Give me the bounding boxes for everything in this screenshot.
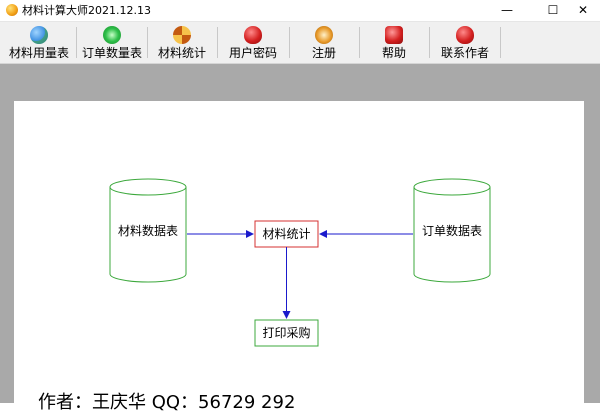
toolbar-separator [289, 27, 290, 58]
register-icon [315, 26, 333, 44]
box-material-stats[interactable]: 材料统计 [254, 220, 319, 248]
cylinder-order-table[interactable]: 订单数据表 [413, 178, 491, 283]
close-button[interactable]: ✕ [577, 3, 589, 17]
flow-diagram: 材料数据表 订单数据表 材料统计 打印采购 [109, 178, 491, 347]
title-bar: 材料计算大师2021.12.13 — ☐ ✕ [0, 0, 600, 22]
toolbar-separator [500, 27, 501, 58]
toolbar-button-material-statistics[interactable]: 材料统计 [150, 22, 214, 63]
toolbar-label: 联系作者 [440, 46, 489, 60]
material-statistics-icon [173, 26, 191, 44]
box-print-purchase[interactable]: 打印采购 [254, 319, 319, 347]
toolbar-button-register[interactable]: 注册 [292, 22, 356, 63]
toolbar-label: 材料用量表 [8, 46, 69, 60]
toolbar-separator [147, 27, 148, 58]
contact-author-icon [456, 26, 474, 44]
cylinder-label-material-table: 材料数据表 [118, 223, 178, 238]
material-usage-icon [30, 26, 48, 44]
cylinder-material-table[interactable]: 材料数据表 [109, 178, 187, 283]
toolbar-separator [76, 27, 77, 58]
user-password-icon [244, 26, 262, 44]
author-contact-text: 作者：王庆华 QQ：56729 292 [38, 392, 296, 413]
toolbar-label: 用户密码 [228, 46, 277, 60]
toolbar-label: 材料统计 [157, 46, 206, 60]
toolbar-button-user-password[interactable]: 用户密码 [222, 22, 284, 63]
cylinder-label-order-table: 订单数据表 [422, 223, 482, 238]
maximize-button[interactable]: ☐ [547, 3, 559, 17]
toolbar-separator [217, 27, 218, 58]
toolbar-separator [359, 27, 360, 58]
toolbar-separator [429, 27, 430, 58]
order-quantity-icon [103, 26, 121, 44]
toolbar-button-order-quantity[interactable]: 订单数量表 [79, 22, 145, 63]
toolbar-label: 订单数量表 [81, 46, 142, 60]
toolbar-button-material-usage[interactable]: 材料用量表 [5, 22, 73, 63]
app-icon [6, 4, 18, 16]
minimize-button[interactable]: — [501, 3, 513, 17]
help-icon [385, 26, 403, 44]
toolbar: 材料用量表 订单数量表 材料统计 用户密码 注册 帮助 联系作者 [0, 22, 600, 64]
box-label-print-purchase: 打印采购 [262, 325, 310, 340]
toolbar-button-help[interactable]: 帮助 [362, 22, 426, 63]
toolbar-label: 帮助 [381, 46, 406, 60]
box-label-material-stats: 材料统计 [262, 227, 310, 241]
window-title: 材料计算大师2021.12.13 [22, 4, 151, 17]
toolbar-button-contact-author[interactable]: 联系作者 [432, 22, 498, 63]
toolbar-label: 注册 [311, 46, 336, 60]
